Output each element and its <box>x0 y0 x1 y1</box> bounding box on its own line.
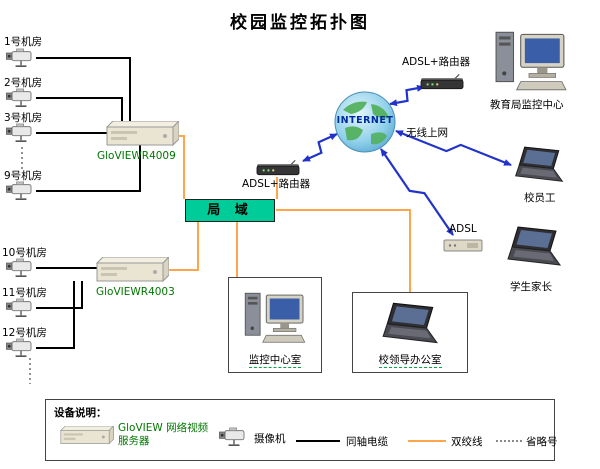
legend-server-label: GloVIEW 网络视频服务器 <box>118 422 209 448</box>
camera-icon <box>5 88 37 108</box>
staff-label: 校员工 <box>524 192 556 204</box>
room-label-9: 9号机房 <box>4 170 43 182</box>
camera-icon <box>5 181 37 201</box>
legend-camera-label: 摄像机 <box>254 433 286 445</box>
router-top-label: ADSL+路由器 <box>402 56 471 68</box>
video-server-icon <box>91 257 169 287</box>
room-label-10: 10号机房 <box>2 247 47 259</box>
camera-icon <box>218 427 250 447</box>
laptop-icon <box>379 301 441 349</box>
legend-title: 设备说明： <box>54 407 107 419</box>
room-label-12: 12号机房 <box>2 327 47 339</box>
room-label-1: 1号机房 <box>4 36 43 48</box>
video-server-icon <box>56 426 114 448</box>
wireless-label: 无线上网 <box>406 127 448 139</box>
coaxial-line-sample <box>296 440 340 442</box>
coax-room1 <box>36 57 131 127</box>
adsl-router-icon <box>420 73 464 91</box>
parents-label: 学生家长 <box>510 281 552 293</box>
link-internet-router-center <box>302 132 338 163</box>
adsl-label: ADSL <box>449 223 477 235</box>
ellipsis-sample <box>496 440 522 442</box>
room-label-11: 11号机房 <box>2 287 47 299</box>
laptop-icon <box>504 224 564 272</box>
legend-box: 设备说明： GloVIEW 网络视频服务器 摄像机 同轴电缆 双绞线 省略号 <box>45 399 558 461</box>
laptop-icon <box>512 144 566 188</box>
server-label-4009: GloVIEWR4009 <box>97 150 176 162</box>
camera-icon <box>5 258 37 278</box>
coaxial-lines <box>36 57 141 349</box>
camera-icon <box>5 48 37 68</box>
server-label-4003: GloVIEWR4003 <box>96 286 175 298</box>
internet-label: INTERNET <box>336 115 394 126</box>
router-center-label: ADSL+路由器 <box>242 178 311 190</box>
adsl-router-icon <box>256 159 300 177</box>
monitor-room-box: 监控中心室 <box>228 277 322 373</box>
desktop-pc-icon <box>243 288 307 344</box>
edu-center-label: 教育局监控中心 <box>490 99 564 111</box>
legend-coaxial-label: 同轴电缆 <box>346 436 388 448</box>
camera-icon <box>5 123 37 143</box>
camera-icon <box>5 338 37 358</box>
link-internet-adsl <box>380 148 454 236</box>
leader-office-box: 校领导办公室 <box>352 292 468 373</box>
leader-office-label: 校领导办公室 <box>378 354 442 368</box>
legend-ellipsis-label: 省略号 <box>526 436 558 448</box>
page-title: 校园监控拓扑图 <box>230 13 370 33</box>
adsl-modem-icon <box>443 237 483 253</box>
room-label-2: 2号机房 <box>4 77 43 89</box>
lan-box: 局 域 <box>185 199 275 222</box>
room-label-3: 3号机房 <box>4 112 43 124</box>
twisted-pair-sample <box>408 440 446 442</box>
monitor-room-label: 监控中心室 <box>248 354 302 368</box>
video-server-icon <box>101 121 179 151</box>
camera-icon <box>5 298 37 318</box>
legend-twisted-label: 双绞线 <box>451 436 483 448</box>
desktop-pc-icon <box>494 26 568 92</box>
